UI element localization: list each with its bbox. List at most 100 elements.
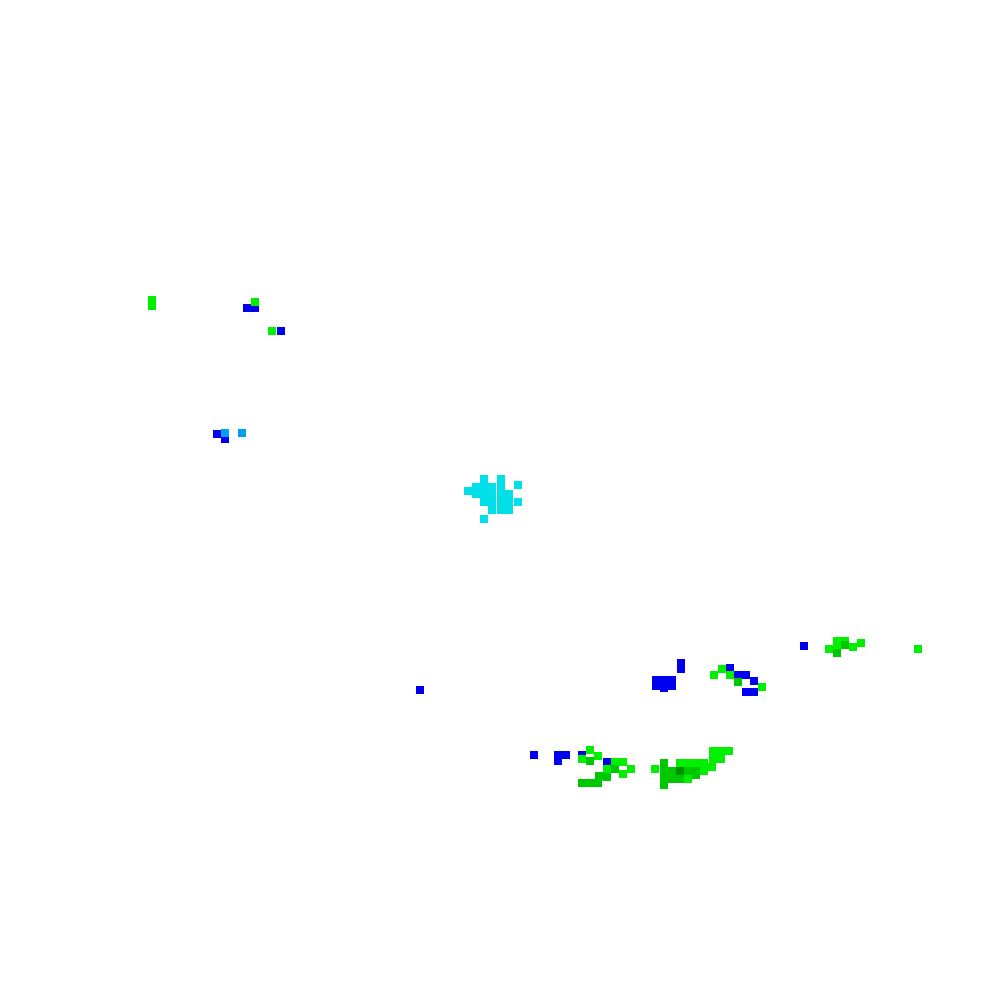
radar-echo-cell — [480, 515, 488, 523]
radar-echo-cell — [684, 759, 692, 767]
radar-echo-cell — [497, 506, 505, 514]
radar-echo-cell — [586, 746, 594, 754]
radar-echo-cell — [684, 767, 692, 775]
radar-echo-cell — [660, 759, 668, 767]
radar-echo-cell — [603, 765, 611, 773]
radar-echo-cell — [243, 304, 251, 312]
radar-echo-cell — [676, 759, 684, 767]
radar-echo-cell — [238, 429, 246, 437]
radar-echo-cell — [734, 678, 742, 686]
radar-echo-cell — [660, 767, 668, 775]
radar-echo-cell — [619, 770, 627, 778]
radar-echo-cell — [857, 639, 865, 647]
radar-echo-cell — [480, 475, 488, 483]
radar-echo-cell — [488, 490, 496, 498]
radar-echo-cell — [676, 775, 684, 783]
radar-echo-cell — [505, 490, 513, 498]
radar-echo-cell — [578, 779, 586, 787]
radar-echo-cell — [668, 682, 676, 690]
radar-echo-cell — [554, 751, 562, 759]
radar-echo-cell — [514, 481, 522, 489]
radar-echo-cell — [652, 676, 660, 684]
radar-echo-cell — [594, 779, 602, 787]
radar-echo-cell — [677, 659, 685, 667]
radar-echo-cell — [497, 483, 505, 491]
radar-echo-cell — [677, 665, 685, 673]
radar-echo-cell — [652, 682, 660, 690]
radar-echo-cell — [480, 490, 488, 498]
radar-echo-cell — [480, 483, 488, 491]
radar-echo-cell — [472, 490, 480, 498]
radar-echo-cell — [758, 683, 766, 691]
radar-echo-cell — [700, 767, 708, 775]
radar-echo-cell — [726, 671, 734, 679]
radar-echo-cell — [611, 765, 619, 773]
radar-echo-cell — [488, 483, 496, 491]
radar-echo-cell — [472, 483, 480, 491]
radar-echo-cell — [530, 751, 538, 759]
radar-echo-cell — [668, 767, 676, 775]
radar-echo-cell — [505, 506, 513, 514]
radar-echo-cell — [692, 771, 700, 779]
radar-echo-cell — [603, 758, 611, 766]
radar-echo-cell — [709, 747, 717, 755]
radar-echo-cell — [833, 637, 841, 645]
radar-echo-cell — [221, 435, 229, 443]
radar-echo-cell — [709, 755, 717, 763]
radar-echo-cell — [497, 498, 505, 506]
radar-echo-cell — [651, 765, 659, 773]
radar-echo-cell — [676, 767, 684, 775]
radar-echo-cell — [497, 475, 505, 483]
radar-echo-cell — [800, 642, 808, 650]
radar-echo-cell — [148, 296, 156, 304]
radar-echo-cell — [148, 302, 156, 310]
radar-echo-cell — [251, 298, 259, 306]
radar-echo-cell — [603, 773, 611, 781]
radar-echo-cell — [692, 759, 700, 767]
radar-echo-cell — [505, 498, 513, 506]
radar-echo-cell — [710, 671, 718, 679]
radar-echo-cell — [825, 645, 833, 653]
radar-echo-cell — [750, 688, 758, 696]
radar-echo-cell — [833, 649, 841, 657]
radar-echo-cell — [841, 641, 849, 649]
radar-echo-cell — [416, 686, 424, 694]
radar-echo-cell — [742, 688, 750, 696]
radar-echo-cell — [914, 645, 922, 653]
radar-echo-cell — [684, 775, 692, 783]
radar-echo-cell — [464, 487, 472, 495]
radar-echo-cell — [619, 758, 627, 766]
radar-echo-cell — [660, 684, 668, 692]
radar-echo-cell — [660, 781, 668, 789]
radar-echo-cell — [488, 506, 496, 514]
radar-echo-cell — [594, 752, 602, 760]
radar-echo-cell — [627, 765, 635, 773]
radar-echo-cell — [586, 757, 594, 765]
radar-echo-cell — [595, 772, 603, 780]
radar-echo-cell — [668, 676, 676, 684]
radar-echo-cell — [726, 664, 734, 672]
radar-echo-cell — [849, 643, 857, 651]
radar-echo-cell — [734, 671, 742, 679]
radar-echo-cell — [717, 747, 725, 755]
radar-echo-cell — [611, 758, 619, 766]
radar-echo-cell — [251, 304, 259, 312]
radar-echo-cell — [660, 775, 668, 783]
radar-echo-cell — [277, 327, 285, 335]
radar-echo-cell — [718, 665, 726, 673]
radar-echo-cell — [586, 779, 594, 787]
radar-echo-cell — [708, 763, 716, 771]
radar-echo-cell — [668, 775, 676, 783]
radar-echo-cell — [488, 498, 496, 506]
radar-echo-cell — [578, 755, 586, 763]
radar-echo-cell — [742, 671, 750, 679]
radar-echo-cell — [480, 498, 488, 506]
radar-echo-cell — [660, 676, 668, 684]
radar-echo-cell — [750, 677, 758, 685]
radar-echo-cell — [562, 751, 570, 759]
radar-echo-cell — [554, 757, 562, 765]
radar-echo-cell — [717, 755, 725, 763]
radar-echo-cell — [725, 747, 733, 755]
radar-echo-cell — [497, 490, 505, 498]
